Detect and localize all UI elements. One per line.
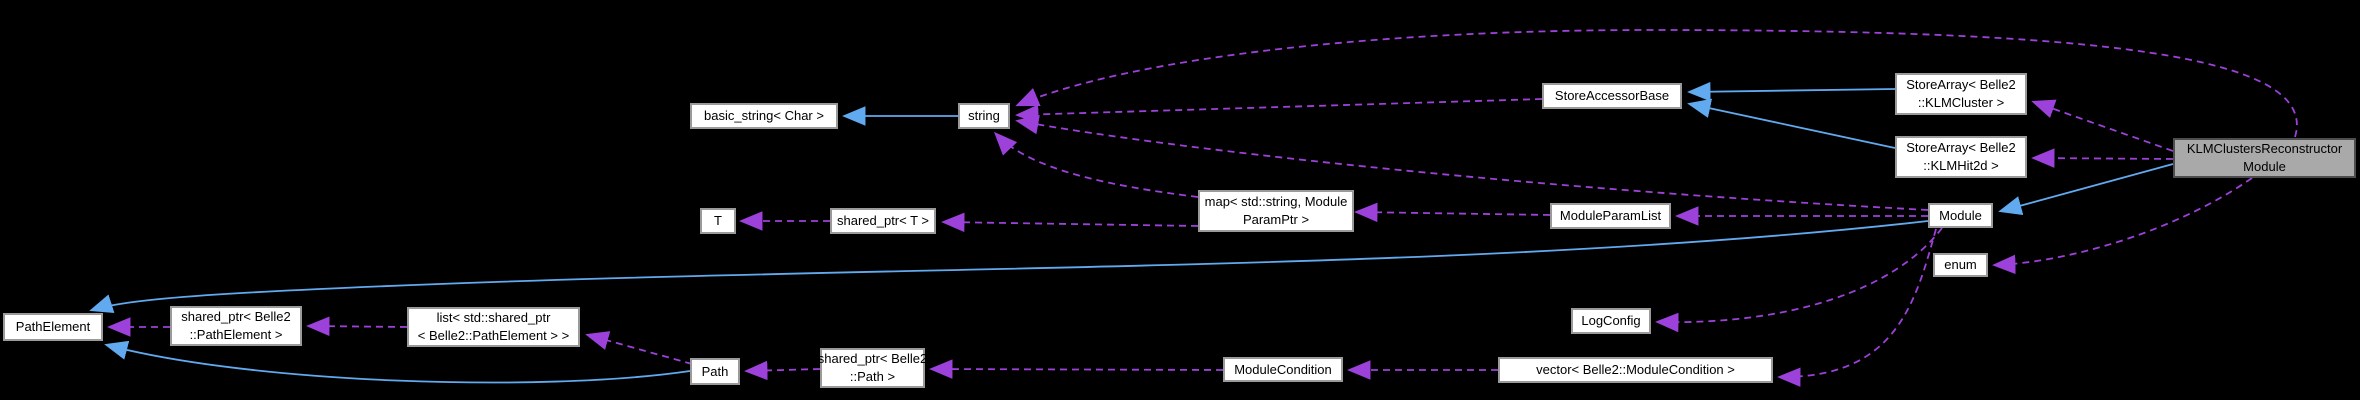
node-log-config[interactable]: LogConfig xyxy=(1571,308,1651,334)
node-path-element[interactable]: PathElement xyxy=(3,313,103,341)
node-klmclusters-reconstructor-module: KLMClustersReconstructor Module xyxy=(2173,138,2356,178)
node-storearray-klmcluster[interactable]: StoreArray< Belle2 ::KLMCluster > xyxy=(1895,73,2027,115)
node-label: vector< Belle2::ModuleCondition > xyxy=(1536,362,1735,377)
node-label: map< std::string, Module xyxy=(1204,194,1348,209)
edge-path-pathelement xyxy=(104,340,691,384)
node-module[interactable]: Module xyxy=(1928,203,1993,228)
edge-sharedptr-path-path xyxy=(744,360,821,381)
node-label: basic_string< Char > xyxy=(704,108,824,123)
edge-klmcr-klmhit2d xyxy=(2031,148,2174,168)
node-label: LogConfig xyxy=(1581,313,1641,328)
node-label: shared_ptr< Belle2 xyxy=(817,351,928,366)
node-label: StoreAccessorBase xyxy=(1554,88,1670,103)
node-label: Path xyxy=(701,363,729,379)
node-map-moduleparamptr[interactable]: map< std::string, Module ParamPtr > xyxy=(1198,190,1354,232)
node-label: ModuleCondition xyxy=(1234,361,1332,377)
edge-modulecondition-sharedptr-path xyxy=(929,359,1224,379)
edge-module-string xyxy=(1015,115,1929,211)
node-label: string xyxy=(968,108,1000,123)
node-module-condition[interactable]: ModuleCondition xyxy=(1223,357,1343,382)
node-label: list< std::shared_ptr xyxy=(436,310,551,325)
node-list-shared-ptr-path-element[interactable]: list< std::shared_ptr < Belle2::PathElem… xyxy=(407,307,580,347)
edge-module-pathelement xyxy=(89,220,1929,314)
node-label: ::KLMCluster > xyxy=(1917,95,2005,110)
node-label: KLMClustersReconstructor xyxy=(2186,141,2343,156)
node-label: T xyxy=(714,213,722,228)
node-module-param-list[interactable]: ModuleParamList xyxy=(1550,203,1671,229)
node-t[interactable]: T xyxy=(700,208,736,234)
edge-storeaccessorbase-string xyxy=(1015,98,1543,125)
node-shared-ptr-path[interactable]: shared_ptr< Belle2 ::Path > xyxy=(817,348,928,388)
node-label: ::PathElement > xyxy=(189,327,283,342)
node-label: ::Path > xyxy=(849,369,896,384)
edge-moduleparamlist-map xyxy=(1354,202,1551,223)
edge-map-string xyxy=(993,131,1199,198)
edge-klmcr-module xyxy=(1998,163,2174,216)
edge-module-vector xyxy=(1777,228,1937,387)
node-label: shared_ptr< T > xyxy=(836,213,930,228)
node-label: ParamPtr > xyxy=(1242,212,1310,227)
node-shared-ptr-path-element[interactable]: shared_ptr< Belle2 ::PathElement > xyxy=(170,306,302,346)
node-label: enum xyxy=(1944,257,1977,272)
node-label: ModuleParamList xyxy=(1559,208,1662,223)
edge-klmhit2d-storeaccessorbase xyxy=(1687,98,1896,149)
node-shared-ptr-t[interactable]: shared_ptr< T > xyxy=(830,208,936,234)
edge-klmcr-string xyxy=(1015,29,2298,138)
edge-klmcr-klmcluster xyxy=(2031,99,2174,152)
node-label: < Belle2::PathElement > > xyxy=(417,328,570,343)
node-enum[interactable]: enum xyxy=(1933,253,1988,277)
node-vector-module-condition[interactable]: vector< Belle2::ModuleCondition > xyxy=(1498,357,1773,383)
node-basic-string[interactable]: basic_string< Char > xyxy=(690,103,838,129)
edge-klmcr-enum xyxy=(1992,177,2253,275)
edge-path-list xyxy=(585,331,693,365)
edge-module-logconfig xyxy=(1655,227,1943,333)
node-path[interactable]: Path xyxy=(690,358,740,385)
edge-list-sharedptr-pathelement xyxy=(306,316,408,336)
node-label: ::KLMHit2d > xyxy=(1923,158,1999,173)
node-string[interactable]: string xyxy=(958,103,1010,129)
node-label: Module xyxy=(2243,159,2286,174)
node-label: StoreArray< Belle2 xyxy=(1906,77,2016,92)
node-label: StoreArray< Belle2 xyxy=(1906,140,2016,155)
node-storearray-klmhit2d[interactable]: StoreArray< Belle2 ::KLMHit2d > xyxy=(1895,136,2027,178)
node-store-accessor-base[interactable]: StoreAccessorBase xyxy=(1542,83,1682,109)
node-label: Module xyxy=(1939,207,1982,223)
node-label: PathElement xyxy=(15,319,91,334)
edge-map-sharedptr-t xyxy=(941,212,1199,233)
edge-klmcluster-storeaccessorbase xyxy=(1687,81,1896,102)
node-label: shared_ptr< Belle2 xyxy=(181,309,291,324)
